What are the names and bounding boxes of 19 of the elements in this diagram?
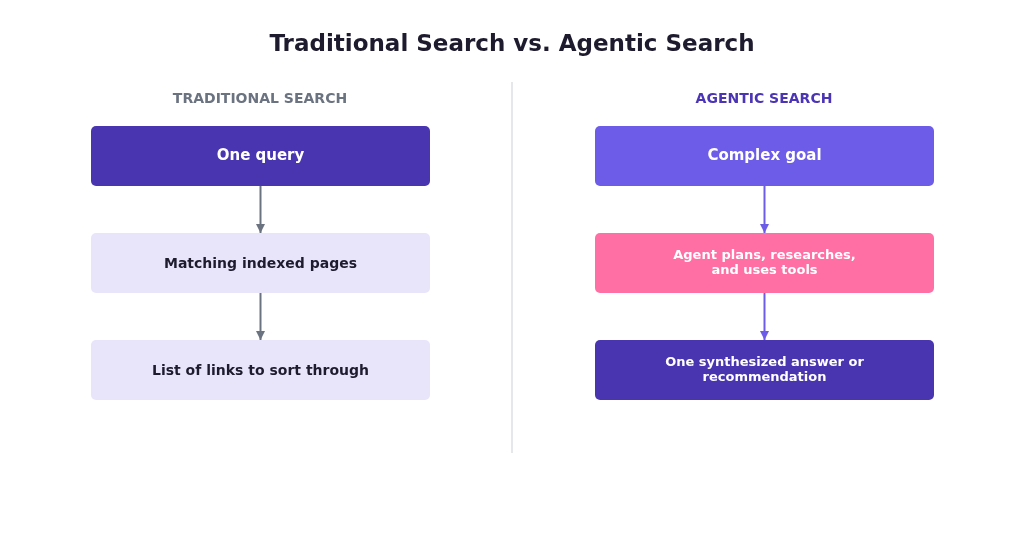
arrow xyxy=(760,185,769,234)
box-label: Matching indexed pages xyxy=(164,254,357,272)
box-label: One query xyxy=(216,147,305,165)
arrow xyxy=(256,292,265,341)
title: Traditional Search vs. Agentic Search xyxy=(268,30,756,56)
process-box xyxy=(91,126,430,186)
box-label: List of links to sort through xyxy=(152,361,369,379)
box-label: One synthesized answer or recommendation xyxy=(664,355,865,385)
arrow xyxy=(760,292,769,341)
box-label: Complex goal xyxy=(707,147,822,165)
arrow xyxy=(256,185,265,234)
process-box xyxy=(91,340,430,400)
column-heading: AGENTIC SEARCH xyxy=(695,90,833,106)
process-box xyxy=(595,340,934,400)
box-label: Agent plans, researches, and uses tools xyxy=(672,248,857,278)
column-heading: TRADITIONAL SEARCH xyxy=(172,90,348,106)
process-box xyxy=(91,233,430,293)
process-box xyxy=(595,126,934,186)
process-box xyxy=(595,233,934,293)
